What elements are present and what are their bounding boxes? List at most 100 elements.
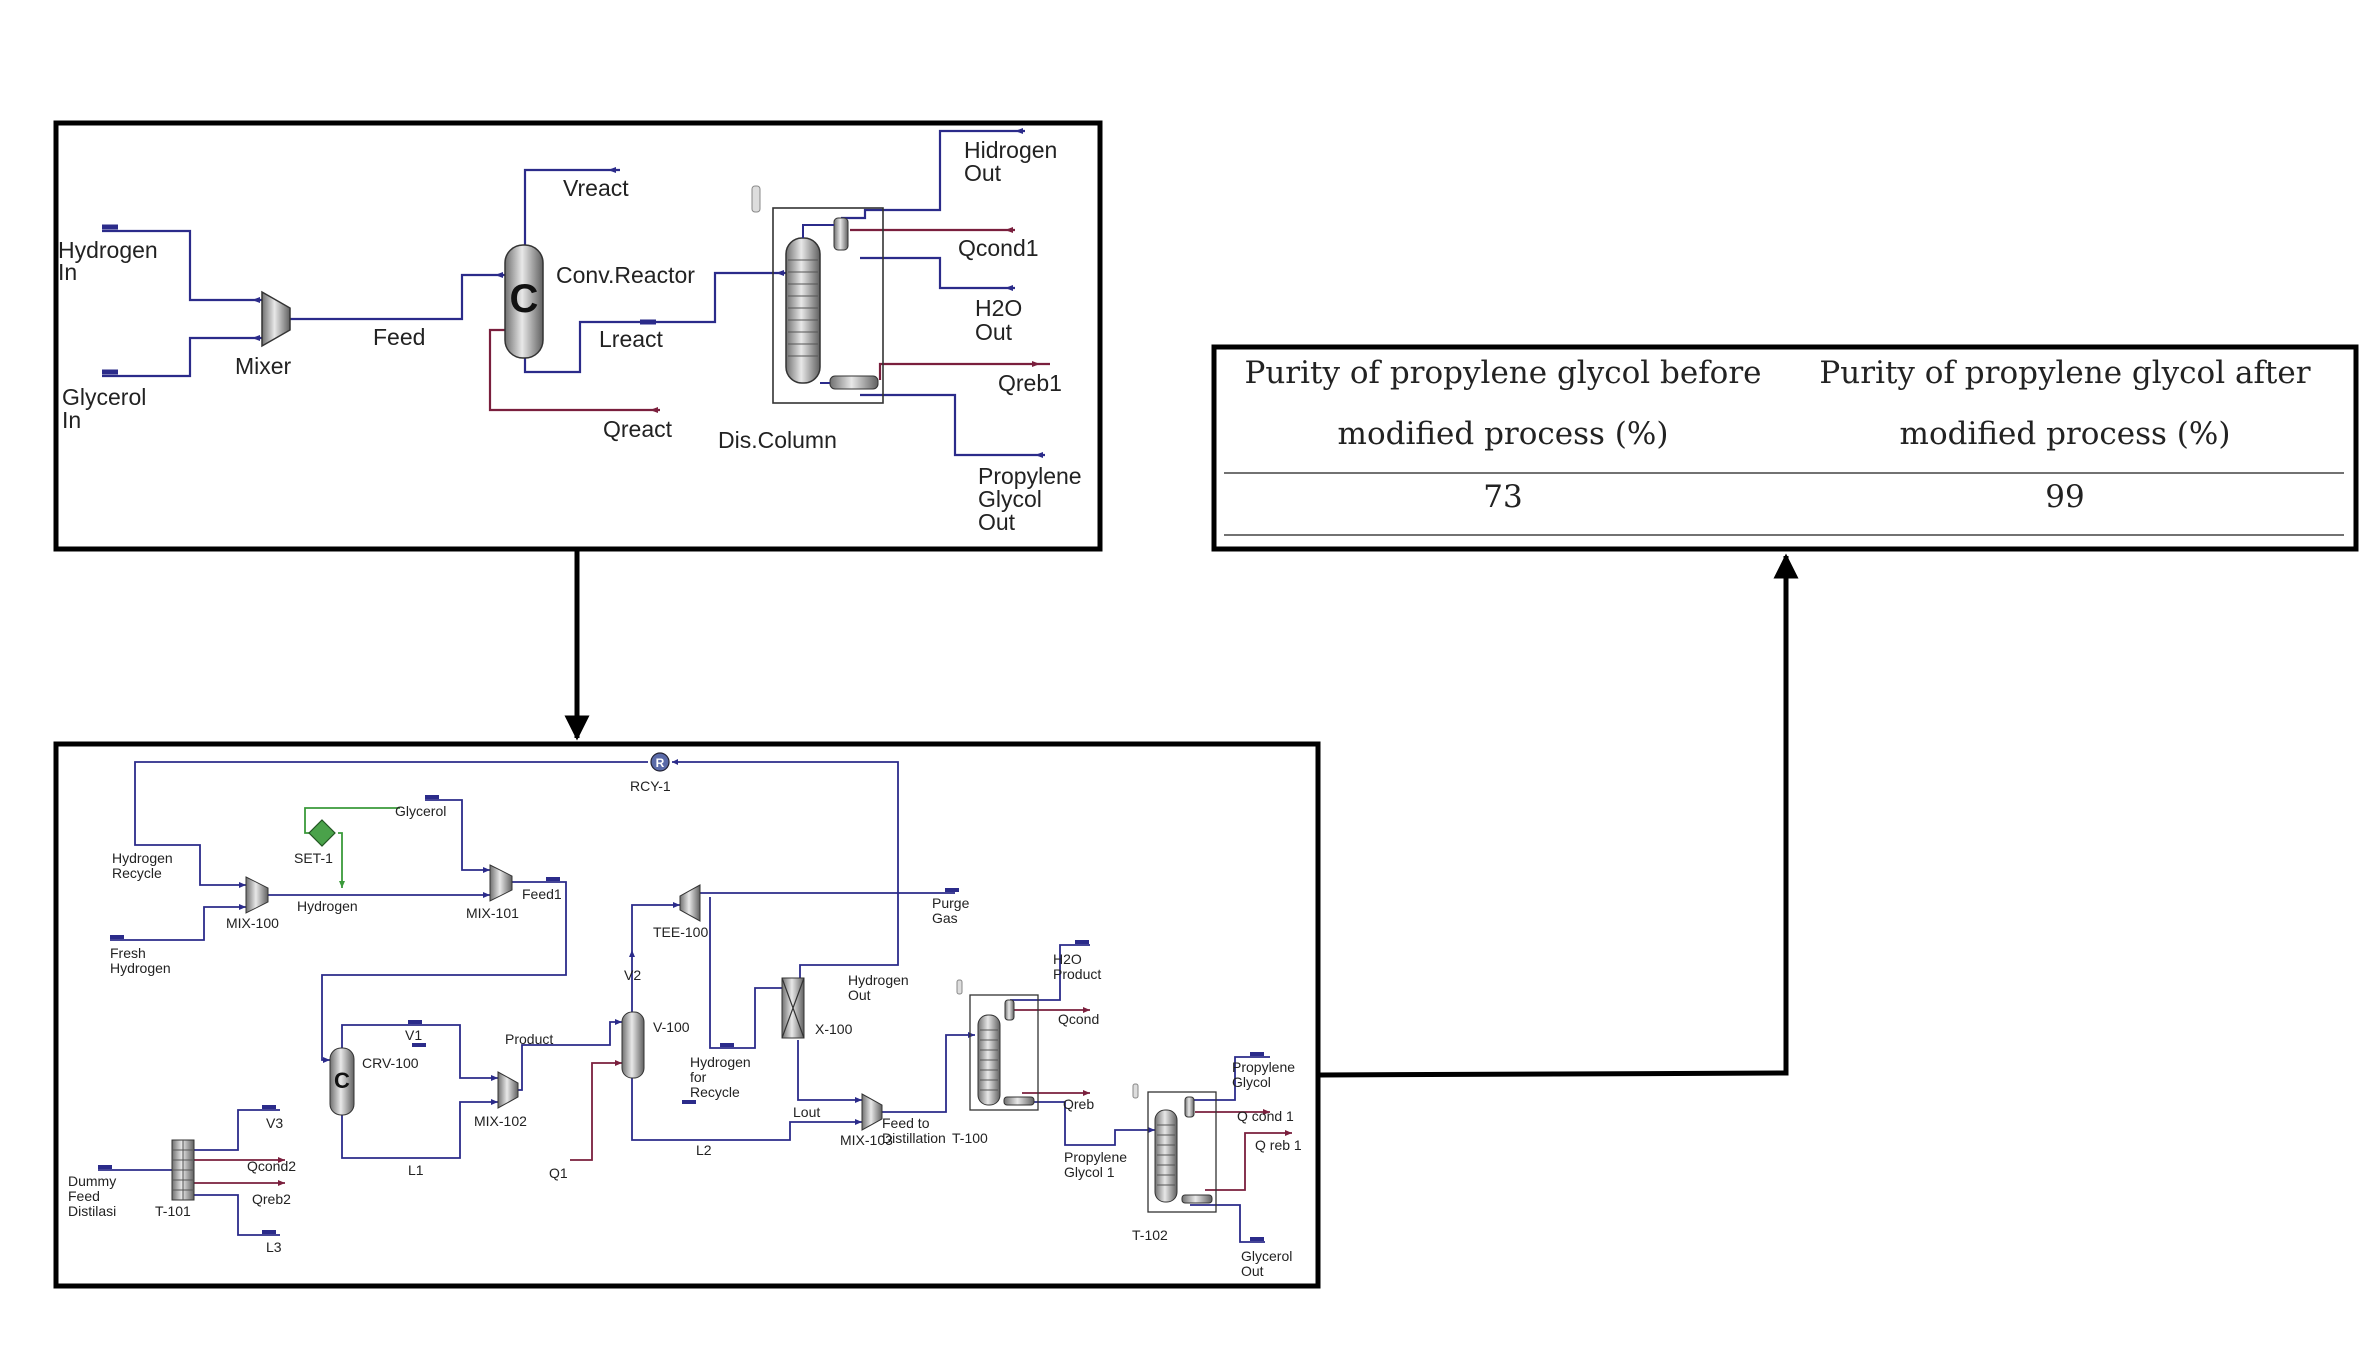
stream-v1 <box>341 1024 430 1048</box>
stream-lout <box>797 1040 862 1101</box>
control-set1 <box>304 807 400 888</box>
label-qcond2: Qcond2 <box>247 1158 296 1174</box>
label-crv100: CRV-100 <box>362 1055 419 1071</box>
value-purity-before: 73 <box>1483 479 1522 515</box>
label-qreact: Qreact <box>603 416 673 442</box>
label-h2o-out: H2O <box>975 295 1022 321</box>
t102-unit <box>1132 1083 1217 1213</box>
label-propylene-glycol-1: Glycol 1 <box>1064 1164 1115 1180</box>
top-flowsheet: C Hydrogen In Glycerol In Mixer <box>58 128 1082 535</box>
label-glycerol-in: Glycerol <box>62 384 146 410</box>
label-q-cond-1: Q cond 1 <box>1237 1108 1294 1124</box>
label-v100: V-100 <box>653 1019 690 1035</box>
label-feed1: Feed1 <box>522 886 562 902</box>
mix101-unit <box>489 864 513 902</box>
label-tee100: TEE-100 <box>653 924 708 940</box>
stream-l2 <box>631 1075 862 1141</box>
connector-bottom-to-table <box>1319 553 1799 1078</box>
energy-q1 <box>570 1062 622 1161</box>
stream-product <box>518 1021 622 1091</box>
label-x100: X-100 <box>815 1021 853 1037</box>
label-lout: Lout <box>793 1104 820 1120</box>
stream-propylene-out <box>860 393 1045 457</box>
label-propylene-glycol-out: Glycol <box>978 486 1042 512</box>
label-propylene-glycol-out: Out <box>978 509 1016 535</box>
label-q-reb-1: Q reb 1 <box>1255 1137 1302 1153</box>
stream-h2o-out <box>860 256 1015 290</box>
set1-unit <box>308 819 336 847</box>
t100-unit <box>956 979 1039 1111</box>
label-hydrogen-recycle: Recycle <box>112 865 162 881</box>
mix102-unit <box>497 1071 519 1109</box>
label-fresh-hydrogen: Fresh <box>110 945 146 961</box>
svg-text:C: C <box>510 277 539 321</box>
label-dummy-feed-distilasi: Feed <box>68 1188 100 1204</box>
label-dummy-feed-distilasi: Distilasi <box>68 1203 116 1219</box>
header-purity-before: Purity of propylene glycol before <box>1244 355 1761 391</box>
label-h2o-product: Product <box>1053 966 1101 982</box>
label-hydrogen-for-recycle: Hydrogen <box>690 1054 751 1070</box>
label-rcy1: RCY-1 <box>630 778 671 794</box>
label-t102: T-102 <box>1132 1227 1168 1243</box>
label-glycerol-out: Out <box>1241 1263 1264 1279</box>
energy-q-reb-1 <box>1205 1132 1292 1191</box>
bottom-flowsheet-frame <box>53 741 1321 1289</box>
label-v3: V3 <box>266 1115 283 1131</box>
label-hidrogen-out: Hidrogen <box>964 137 1057 163</box>
energy-qreact <box>488 328 660 412</box>
label-set1: SET-1 <box>294 850 333 866</box>
svg-text:R: R <box>656 756 665 770</box>
label-qreb1: Qreb1 <box>998 370 1062 396</box>
label-hydrogen-in: In <box>58 259 77 285</box>
purity-table-frame <box>1211 344 2359 552</box>
stream-glycerol-in <box>102 336 262 378</box>
label-glycerol-in: In <box>62 407 81 433</box>
label-qcond: Qcond <box>1058 1011 1099 1027</box>
stream-v3 <box>192 1109 280 1151</box>
label-l1: L1 <box>408 1162 424 1178</box>
label-mix103: MIX-103 <box>840 1132 893 1148</box>
label-v1: V1 <box>405 1027 422 1043</box>
label-feed: Feed <box>373 324 425 350</box>
stream-propylene-glycol-1 <box>1010 1101 1155 1146</box>
label-qreb: Qreb <box>1063 1096 1094 1112</box>
stream-hydrogen-out <box>709 897 790 1049</box>
energy-qreb1 <box>878 362 1050 380</box>
stream-l3 <box>192 1194 280 1236</box>
stream-h2o-product <box>1010 944 1090 1001</box>
label-propylene-glycol-out: Propylene <box>978 463 1082 489</box>
header-purity-before: modified process (%) <box>1338 416 1669 452</box>
stream-l1 <box>341 1101 498 1159</box>
label-conv-reactor: Conv.Reactor <box>556 262 695 288</box>
label-lreact: Lreact <box>599 326 664 352</box>
label-glycerol: Glycerol <box>395 803 446 819</box>
label-l3: L3 <box>266 1239 282 1255</box>
label-mix101: MIX-101 <box>466 905 519 921</box>
top-flowsheet-frame <box>53 120 1103 552</box>
label-dummy-feed-distilasi: Dummy <box>68 1173 116 1189</box>
crv100-unit: C <box>329 1047 355 1116</box>
v100-unit <box>621 1011 645 1079</box>
label-product: Product <box>505 1031 553 1047</box>
recycle-rcy1-unit: R <box>650 752 670 772</box>
svg-text:C: C <box>334 1068 350 1093</box>
header-purity-after: modified process (%) <box>1900 416 2231 452</box>
stream-hydrogen-recycle <box>134 761 899 888</box>
label-purge-gas: Gas <box>932 910 958 926</box>
header-purity-after: Purity of propylene glycol after <box>1819 355 2310 391</box>
label-purge-gas: Purge <box>932 895 970 911</box>
label-v2: V2 <box>624 967 641 983</box>
label-h2o-product: H2O <box>1053 951 1082 967</box>
label-t100: T-100 <box>952 1130 988 1146</box>
label-fresh-hydrogen: Hydrogen <box>110 960 171 976</box>
stream-hydrogen-in <box>102 229 262 302</box>
mix100-unit <box>245 876 269 914</box>
label-h2o-out: Out <box>975 319 1013 345</box>
label-l2: L2 <box>696 1142 712 1158</box>
stream-feed <box>290 273 505 321</box>
label-feed-to-distillation: Feed to <box>882 1115 930 1131</box>
stream-propylene-glycol <box>1190 1056 1270 1101</box>
label-glycerol-out: Glycerol <box>1241 1248 1292 1264</box>
mixer-unit <box>261 290 291 348</box>
